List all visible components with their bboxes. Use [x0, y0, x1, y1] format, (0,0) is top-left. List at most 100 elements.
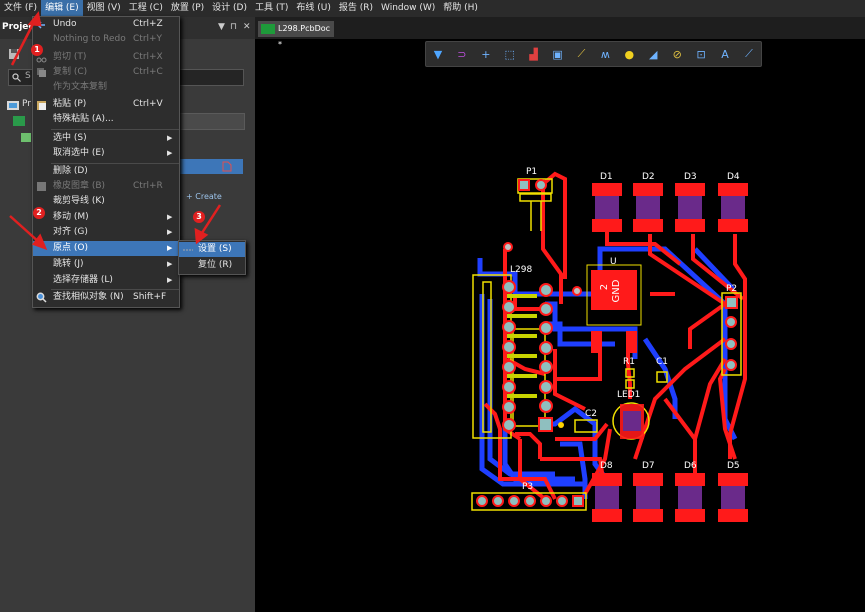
crosshair-icon[interactable]: +	[481, 47, 491, 61]
magnifier-icon	[36, 292, 47, 303]
filter-icon[interactable]: ▼	[433, 47, 443, 61]
component-icon[interactable]: ▣	[552, 47, 563, 61]
p2-pad-2	[725, 316, 737, 328]
menu-item-move[interactable]: 移动 (M)▶	[33, 210, 179, 225]
pcb-canvas[interactable]: 2 GND P1 D1 D2 D3 D4 L298 U P2 R1 C1 LED…	[255, 39, 865, 612]
copy-icon	[37, 68, 46, 77]
folder-icon	[21, 133, 31, 142]
p2-pad-3	[725, 338, 737, 350]
bulb-icon[interactable]: ●	[624, 47, 635, 61]
menu-file[interactable]: 文件 (F)	[4, 3, 38, 13]
connector-pins	[507, 294, 537, 398]
menu-tools[interactable]: 工具 (T)	[255, 3, 289, 13]
menu-place[interactable]: 放置 (P)	[170, 3, 205, 13]
menu-item-copy-as-text[interactable]: 作为文本复制	[53, 82, 108, 92]
menu-item-origin[interactable]: 原点 (O)▶	[33, 241, 179, 256]
tree-item-project-group[interactable]: Pr	[22, 99, 31, 109]
menu-item-slice-tracks[interactable]: 裁剪导线 (K)	[53, 196, 105, 206]
menu-reports[interactable]: 报告 (R)	[338, 3, 374, 13]
c1-outline	[656, 371, 668, 383]
menu-item-select[interactable]: 选中 (S)▶	[33, 131, 179, 146]
menu-item-paste[interactable]: 粘贴 (P)Ctrl+V	[33, 97, 179, 112]
menu-item-cut[interactable]: 剪切 (T)Ctrl+X	[33, 50, 179, 65]
align-icon[interactable]: ▟	[529, 47, 538, 61]
undo-icon	[37, 21, 45, 29]
line-icon[interactable]: ⊘	[672, 47, 682, 61]
annotation-badge-1: 1	[31, 44, 43, 56]
route-icon[interactable]: ⟋	[577, 47, 586, 60]
submenu-arrow-icon: ▶	[167, 213, 173, 221]
label-d6: D6	[684, 461, 697, 471]
label-d4: D4	[727, 172, 740, 182]
interactive-route-icon[interactable]: ⊃	[457, 47, 467, 61]
submenu-arrow-icon: ▶	[167, 260, 173, 268]
label-p3: P3	[522, 482, 533, 492]
silkscreen-outlines	[471, 178, 742, 511]
chip-text-gnd: GND	[611, 279, 622, 302]
text-icon[interactable]: A	[721, 47, 729, 61]
p1-pad-2	[535, 179, 547, 191]
regulator-pad	[591, 331, 602, 353]
stamp-icon	[37, 182, 46, 191]
document-icon	[222, 161, 232, 172]
menu-window[interactable]: Window (W)	[381, 3, 436, 13]
save-icon[interactable]	[8, 48, 20, 60]
menu-item-deselect[interactable]: 取消选中 (E)▶	[33, 146, 179, 161]
menu-separator	[51, 289, 179, 290]
tree-row[interactable]	[178, 113, 245, 130]
led1-body	[623, 411, 641, 431]
paste-icon	[37, 101, 46, 110]
menu-item-paste-special[interactable]: 特殊粘贴 (A)...	[53, 114, 114, 124]
pcb-doc-icon	[261, 24, 275, 34]
c2-outline	[574, 419, 598, 433]
menu-route[interactable]: 布线 (U)	[296, 3, 331, 13]
label-d7: D7	[642, 461, 655, 471]
submenu-arrow-icon: ▶	[167, 276, 173, 284]
select-rect-icon[interactable]: ⬚	[504, 47, 515, 61]
label-p1: P1	[526, 167, 537, 177]
menu-project[interactable]: 工程 (C)	[128, 3, 163, 13]
regulator-pad	[626, 331, 637, 353]
menu-edit[interactable]: 编辑 (E)	[41, 0, 83, 17]
menu-item-align[interactable]: 对齐 (G)▶	[33, 225, 179, 240]
create-link[interactable]: + Create	[186, 192, 222, 201]
submenu-item-reset[interactable]: 复位 (R)	[198, 260, 233, 270]
place-line-icon[interactable]: ⟋	[745, 47, 753, 60]
polygon-icon[interactable]: ◢	[649, 47, 658, 61]
label-d1: D1	[600, 172, 613, 182]
menu-item-rubber-stamp[interactable]: 橡皮图章 (B)Ctrl+R	[33, 179, 179, 194]
submenu-arrow-icon: ▶	[167, 244, 173, 252]
r1-pad	[625, 368, 635, 378]
menu-view[interactable]: 视图 (V)	[86, 3, 121, 13]
panel-pin-icon[interactable]: ⊓	[230, 22, 238, 32]
multi-route-icon[interactable]: ʍ	[600, 47, 610, 61]
panel-menu-icon[interactable]: ▼	[218, 22, 225, 32]
label-d8: D8	[600, 461, 613, 471]
p2-pad-1	[725, 296, 738, 309]
p3-pads	[476, 495, 584, 507]
menu-item-copy[interactable]: 复制 (C)Ctrl+C	[33, 65, 179, 80]
menu-item-find-similar[interactable]: 查找相似对象 (N)Shift+F	[33, 290, 179, 305]
document-tab-bar: L298.PcbDoc *	[255, 17, 865, 49]
label-u: U	[610, 257, 617, 267]
menu-bar: 文件 (F) 编辑 (E) 视图 (V) 工程 (C) 放置 (P) 设计 (D…	[0, 0, 865, 17]
menu-item-delete[interactable]: 删除 (D)	[53, 166, 88, 176]
p2-pad-4	[725, 359, 737, 371]
submenu-arrow-icon: ▶	[167, 134, 173, 142]
set-origin-icon	[183, 249, 193, 251]
menu-design[interactable]: 设计 (D)	[212, 3, 247, 13]
menu-item-jump[interactable]: 跳转 (J)▶	[33, 257, 179, 272]
submenu-item-set[interactable]: 设置 (S)	[179, 242, 245, 257]
via	[503, 242, 513, 252]
menu-item-selection-memory[interactable]: 选择存储器 (L)▶	[33, 273, 179, 288]
menu-help[interactable]: 帮助 (H)	[443, 3, 478, 13]
l298-pads	[502, 280, 553, 432]
panel-close-icon[interactable]: ✕	[243, 22, 251, 32]
dimension-icon[interactable]: ⊡	[696, 47, 706, 61]
tree-row-selected[interactable]	[178, 159, 243, 174]
label-led1: LED1	[617, 390, 640, 400]
tab-l298-pcbdoc[interactable]: L298.PcbDoc *	[258, 21, 334, 49]
